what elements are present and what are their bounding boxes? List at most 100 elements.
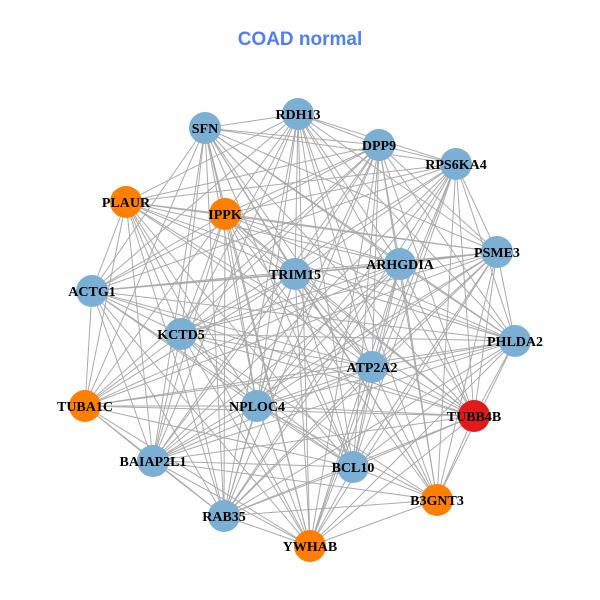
node-arhgdia[interactable]: ARHGDIA	[366, 248, 435, 280]
edge-PHLDA2-YWHAB	[309, 340, 516, 547]
edge-TUBB4B-BAIAP2L1	[152, 415, 475, 462]
edge-PSME3-BCL10	[352, 251, 498, 468]
edge-RPS6KA4-BCL10	[352, 163, 457, 468]
node-plaur[interactable]: PLAUR	[102, 186, 151, 218]
node-tubb4b[interactable]: TUBB4B	[447, 400, 501, 432]
edge-DPP9-TRIM15	[294, 144, 380, 275]
edge-PSME3-KCTD5	[180, 251, 498, 335]
node-trim15[interactable]: TRIM15	[269, 258, 321, 290]
edge-RDH13-PSME3	[297, 113, 498, 253]
edge-ACTG1-BCL10	[91, 290, 354, 468]
node-label: DPP9	[362, 139, 396, 154]
edge-ACTG1-TUBB4B	[91, 290, 475, 417]
node-circle	[110, 186, 142, 218]
node-circle	[241, 390, 273, 422]
edge-RPS6KA4-BAIAP2L1	[152, 163, 457, 462]
edge-SFN-TUBA1C	[84, 127, 206, 407]
edge-ARHGDIA-NPLOC4	[256, 263, 401, 407]
node-circle	[384, 248, 416, 280]
edge-PSME3-YWHAB	[309, 251, 498, 547]
edge-IPPK-BCL10	[224, 213, 354, 468]
edge-PLAUR-YWHAB	[125, 201, 311, 547]
edge-ATP2A2-TUBB4B	[371, 366, 475, 417]
edge-ARHGDIA-ATP2A2	[371, 263, 401, 368]
edge-PLAUR-KCTD5	[125, 201, 182, 335]
node-phlda2[interactable]: PHLDA2	[487, 325, 543, 357]
edge-NPLOC4-BCL10	[256, 405, 354, 468]
node-rdh13[interactable]: RDH13	[275, 98, 321, 130]
edge-RPS6KA4-PLAUR	[125, 163, 457, 203]
node-circle	[76, 275, 108, 307]
edge-ARHGDIA-BAIAP2L1	[152, 263, 401, 462]
edge-B3GNT3-YWHAB	[309, 499, 438, 547]
edge-ACTG1-KCTD5	[91, 290, 182, 335]
node-tuba1c[interactable]: TUBA1C	[57, 390, 113, 422]
node-ywhab[interactable]: YWHAB	[283, 530, 337, 562]
edge-IPPK-B3GNT3	[224, 213, 438, 501]
node-bcl10[interactable]: BCL10	[332, 451, 375, 483]
edge-ATP2A2-NPLOC4	[256, 366, 373, 407]
node-rab35[interactable]: RAB35	[202, 500, 246, 532]
node-ippk[interactable]: IPPK	[208, 198, 242, 230]
node-circle	[282, 98, 314, 130]
edge-ACTG1-BAIAP2L1	[91, 290, 154, 462]
edge-DPP9-ATP2A2	[371, 144, 380, 368]
node-sfn[interactable]: SFN	[189, 112, 221, 144]
edge-RDH13-TRIM15	[294, 113, 299, 275]
edge-ATP2A2-TUBA1C	[84, 366, 373, 407]
edge-RDH13-ARHGDIA	[297, 113, 401, 265]
edge-DPP9-IPPK	[224, 144, 380, 215]
edge-ACTG1-ATP2A2	[91, 290, 373, 368]
edge-TRIM15-B3GNT3	[294, 273, 438, 501]
edge-B3GNT3-RAB35	[223, 499, 438, 517]
node-label: TUBA1C	[57, 400, 113, 415]
node-rps6ka4[interactable]: RPS6KA4	[425, 148, 487, 180]
node-nploc4[interactable]: NPLOC4	[229, 390, 285, 422]
node-dpp9[interactable]: DPP9	[362, 129, 396, 161]
edge-RPS6KA4-KCTD5	[180, 163, 457, 335]
edge-TRIM15-TUBB4B	[294, 273, 475, 417]
edge-DPP9-PLAUR	[125, 144, 380, 203]
edge-ACTG1-PHLDA2	[91, 290, 516, 342]
edge-SFN-RPS6KA4	[204, 127, 457, 165]
node-circle	[499, 325, 531, 357]
edge-IPPK-TUBA1C	[84, 213, 226, 407]
node-circle	[189, 112, 221, 144]
edge-PHLDA2-TUBA1C	[84, 340, 516, 407]
node-b3gnt3[interactable]: B3GNT3	[410, 484, 464, 516]
edge-TUBA1C-YWHAB	[84, 405, 311, 547]
node-psme3[interactable]: PSME3	[474, 236, 520, 268]
edge-RDH13-BCL10	[297, 113, 354, 468]
node-label: TRIM15	[269, 268, 321, 283]
edge-PLAUR-TRIM15	[125, 201, 296, 275]
node-label: B3GNT3	[410, 494, 464, 509]
edge-PLAUR-BCL10	[125, 201, 354, 468]
node-label: NPLOC4	[229, 400, 285, 415]
edge-ARHGDIA-TUBB4B	[399, 263, 475, 417]
edge-ACTG1-TUBA1C	[84, 290, 93, 407]
edge-SFN-DPP9	[204, 127, 380, 146]
edge-TRIM15-ACTG1	[91, 273, 296, 292]
node-baiap2l1[interactable]: BAIAP2L1	[120, 445, 187, 477]
edge-TRIM15-ATP2A2	[294, 273, 373, 368]
node-label: KCTD5	[157, 328, 204, 343]
node-label: BCL10	[332, 461, 375, 476]
edge-IPPK-RAB35	[223, 213, 226, 517]
edge-TRIM15-YWHAB	[294, 273, 311, 547]
edge-KCTD5-TUBB4B	[180, 333, 475, 417]
node-atp2a2[interactable]: ATP2A2	[346, 351, 398, 383]
node-label: RAB35	[202, 510, 246, 525]
edge-KCTD5-RAB35	[180, 333, 225, 517]
node-actg1[interactable]: ACTG1	[68, 275, 116, 307]
edge-TRIM15-KCTD5	[180, 273, 296, 335]
node-label: RDH13	[275, 108, 320, 123]
edge-PHLDA2-BAIAP2L1	[152, 340, 516, 462]
node-kctd5[interactable]: KCTD5	[157, 318, 205, 350]
edge-TUBA1C-TUBB4B	[84, 405, 475, 417]
edge-IPPK-PSME3	[224, 213, 498, 253]
edge-ATP2A2-BCL10	[352, 366, 373, 468]
node-circle	[363, 129, 395, 161]
edge-DPP9-NPLOC4	[256, 144, 380, 407]
